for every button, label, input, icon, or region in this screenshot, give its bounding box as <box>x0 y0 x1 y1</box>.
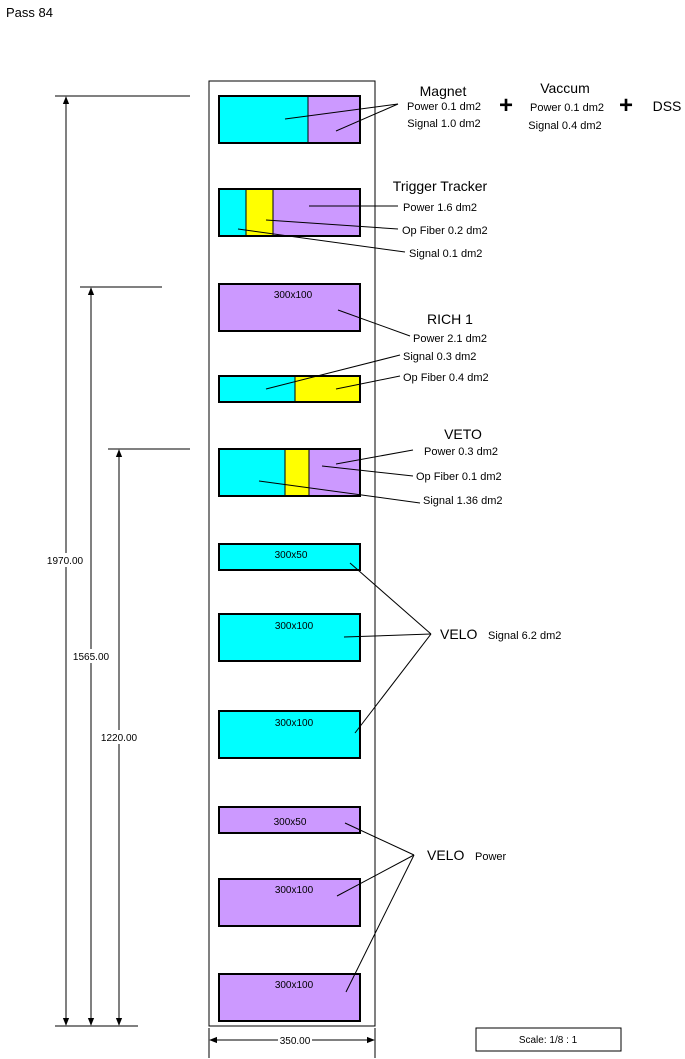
velo-power-box-2 <box>218 878 361 927</box>
scale-label: Scale: 1/8 : 1 <box>519 1035 578 1046</box>
velo-signal-subtitle: Signal 6.2 dm2 <box>488 630 561 642</box>
rich1-signal-section <box>218 375 296 403</box>
velo-signal-box-3 <box>218 710 361 759</box>
leader-lines <box>237 103 432 993</box>
rich1-opfiber-section <box>294 375 361 403</box>
plus-sign-2: + <box>619 92 633 119</box>
height-dimension-3: 1220.00 <box>101 733 138 744</box>
trigger-tracker-title: Trigger Tracker <box>393 178 488 194</box>
magnet-power-section <box>307 95 361 144</box>
magnet-signal-label: Signal 1.0 dm2 <box>407 118 480 130</box>
veto-signal-label: Signal 1.36 dm2 <box>423 495 503 507</box>
velo-signal-box-2 <box>218 613 361 662</box>
magnet-power-label: Power 0.1 dm2 <box>407 101 481 113</box>
rich1-power-label: Power 2.1 dm2 <box>413 333 487 345</box>
dss-label: DSS <box>653 98 682 114</box>
veto-module <box>218 448 361 497</box>
velo-signal-title: VELO <box>440 626 477 642</box>
velo-signal-box-3-label: 300x100 <box>275 718 314 729</box>
velo-power-title: VELO <box>427 847 464 863</box>
dimension-labels: 1970.00 1565.00 1220.00 350.00 <box>44 553 311 1047</box>
tt-opfiber-section <box>245 188 274 237</box>
rich1-signal-label: Signal 0.3 dm2 <box>403 351 476 363</box>
rich1-power-module: 300x100 <box>218 283 361 332</box>
velo-power-box-2-label: 300x100 <box>275 885 314 896</box>
veto-title: VETO <box>444 426 482 442</box>
tt-signal-section <box>218 188 247 237</box>
veto-opfiber-section <box>284 448 310 497</box>
rich1-box-label: 300x100 <box>274 290 313 301</box>
tt-opfiber-label: Op Fiber 0.2 dm2 <box>402 225 488 237</box>
tt-signal-label: Signal 0.1 dm2 <box>409 248 482 260</box>
tt-power-label: Power 1.6 dm2 <box>403 202 477 214</box>
page-title: Pass 84 <box>6 5 53 20</box>
rack-outline <box>208 80 376 1027</box>
veto-opfiber-label: Op Fiber 0.1 dm2 <box>416 471 502 483</box>
rich1-signal-module <box>218 375 361 403</box>
velo-signal-boxes: 300x50 300x100 300x100 <box>218 543 361 759</box>
magnet-title: Magnet <box>420 83 467 99</box>
rich1-opfiber-label: Op Fiber 0.4 dm2 <box>403 372 489 384</box>
trigger-tracker-module <box>218 188 361 237</box>
velo-signal-box-2-label: 300x100 <box>275 621 314 632</box>
height-dimension-2: 1565.00 <box>73 652 110 663</box>
veto-signal-section <box>218 448 286 497</box>
velo-signal-box-1 <box>218 543 361 571</box>
velo-power-box-3 <box>218 973 361 1022</box>
tt-power-section <box>272 188 361 237</box>
rich1-signal-box-outline <box>218 375 361 403</box>
magnet-module <box>218 95 361 144</box>
velo-power-box-3-label: 300x100 <box>275 980 314 991</box>
veto-power-label: Power 0.3 dm2 <box>424 446 498 458</box>
rich1-title: RICH 1 <box>427 311 473 327</box>
vaccum-power-label: Power 0.1 dm2 <box>530 102 604 114</box>
vaccum-title: Vaccum <box>540 80 590 96</box>
veto-box-outline <box>218 448 361 497</box>
height-dimension-1: 1970.00 <box>47 556 84 567</box>
magnet-signal-section <box>218 95 309 144</box>
velo-power-subtitle: Power <box>475 851 507 863</box>
width-dimension: 350.00 <box>280 1036 311 1047</box>
plus-sign-1: + <box>499 92 513 119</box>
velo-power-box-1 <box>218 806 361 834</box>
scale-box: Scale: 1/8 : 1 <box>475 1027 622 1052</box>
rich1-power-box <box>218 283 361 332</box>
magnet-box-outline <box>218 95 361 144</box>
velo-signal-box-1-label: 300x50 <box>275 550 308 561</box>
vaccum-signal-label: Signal 0.4 dm2 <box>528 120 601 132</box>
annotations: Magnet Power 0.1 dm2 Signal 1.0 dm2 + Va… <box>393 80 682 863</box>
veto-power-section <box>308 448 361 497</box>
velo-power-boxes: 300x50 300x100 300x100 <box>218 806 361 1022</box>
velo-power-box-1-label: 300x50 <box>274 817 307 828</box>
